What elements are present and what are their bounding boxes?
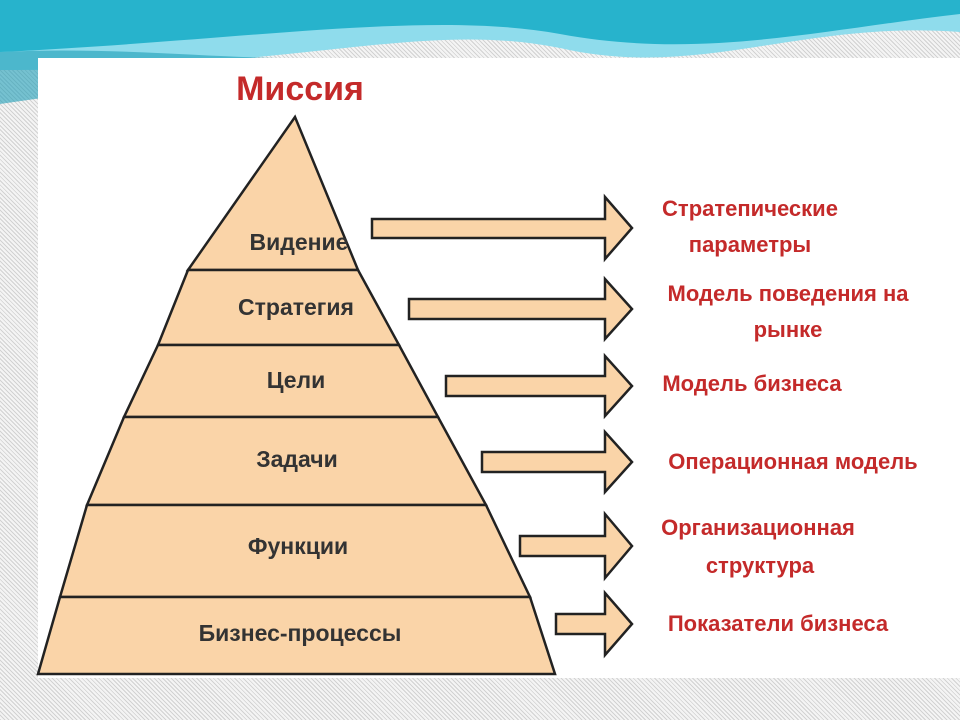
arrow-processes [554,589,634,659]
arrow-strategy [407,275,634,343]
level-label: Функции [248,533,348,559]
arrow-functions [518,510,634,582]
pyramid [36,114,557,676]
diagram-title: Миссия [236,70,364,108]
arrow-vidente [370,193,634,263]
arrow-tasks [480,428,634,496]
outcome-labels: Стратепические параметры Модель поведени… [661,196,918,636]
level-label: Цели [267,367,326,393]
pyramid-level-processes [36,595,557,676]
outcome-label: Показатели бизнеса [668,611,889,636]
arrow-goals [444,352,634,420]
outcome-label: параметры [689,232,811,257]
level-label: Стратегия [238,294,354,320]
wave-front [0,0,960,52]
outcome-label: Стратепические [662,196,838,221]
level-label: Видение [250,229,349,255]
outcome-label: структура [706,553,815,578]
outcome-label: Операционная модель [668,449,917,474]
outcome-label: Организационная [661,515,855,540]
level-labels: Видение Стратегия Цели Задачи Функции Би… [199,229,402,646]
arrows [370,193,634,659]
outcome-label: Модель поведения на [668,281,910,306]
level-label: Бизнес-процессы [199,620,402,646]
outcome-label: Модель бизнеса [662,371,842,396]
outcome-label: рынке [754,317,823,342]
level-label: Задачи [256,446,338,472]
